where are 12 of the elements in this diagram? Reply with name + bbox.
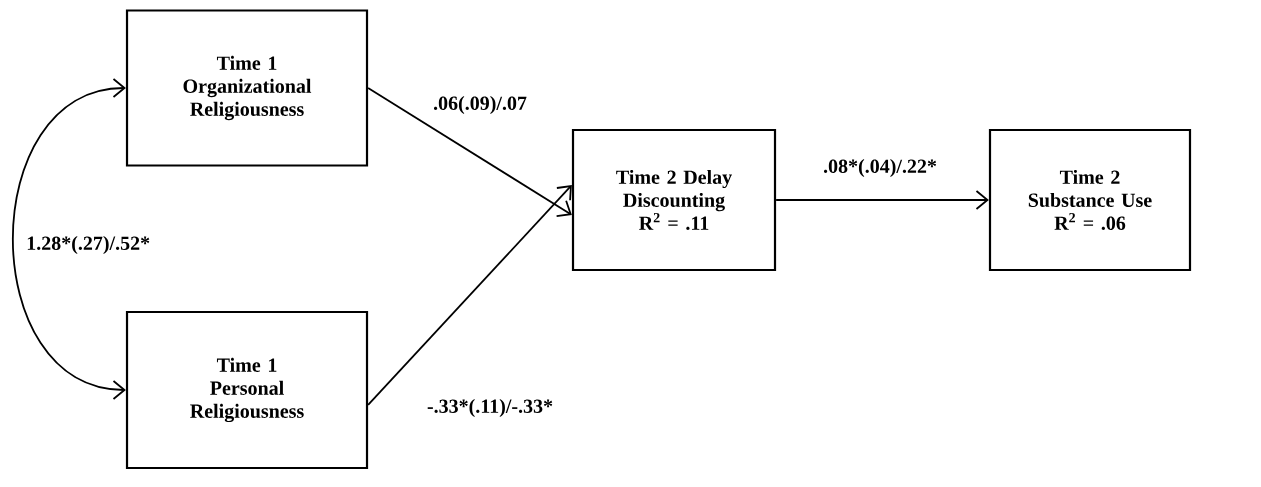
curved-arrow	[11, 78, 126, 400]
variable-box: Time 1 Organizational Religiousness	[125, 9, 369, 167]
arrow	[367, 185, 572, 406]
edge-label: .08*(.04)/.22*	[821, 156, 939, 180]
variable-box: Time 2 Substance Use R$^{2}$ = .06	[988, 128, 1192, 272]
edge-label: -.33*(.11)/-.33*	[424, 396, 556, 420]
variable-box: Time 1 Personal Religiousness	[125, 310, 369, 470]
variable-box: Time 2 Delay Discounting R$^{2}$ = .11	[571, 128, 777, 272]
arrow	[367, 87, 572, 217]
edge-label: 1.28*(.27)/.52*	[24, 233, 153, 257]
edge-label: .06(.09)/.07	[431, 93, 529, 117]
arrow	[775, 190, 989, 210]
